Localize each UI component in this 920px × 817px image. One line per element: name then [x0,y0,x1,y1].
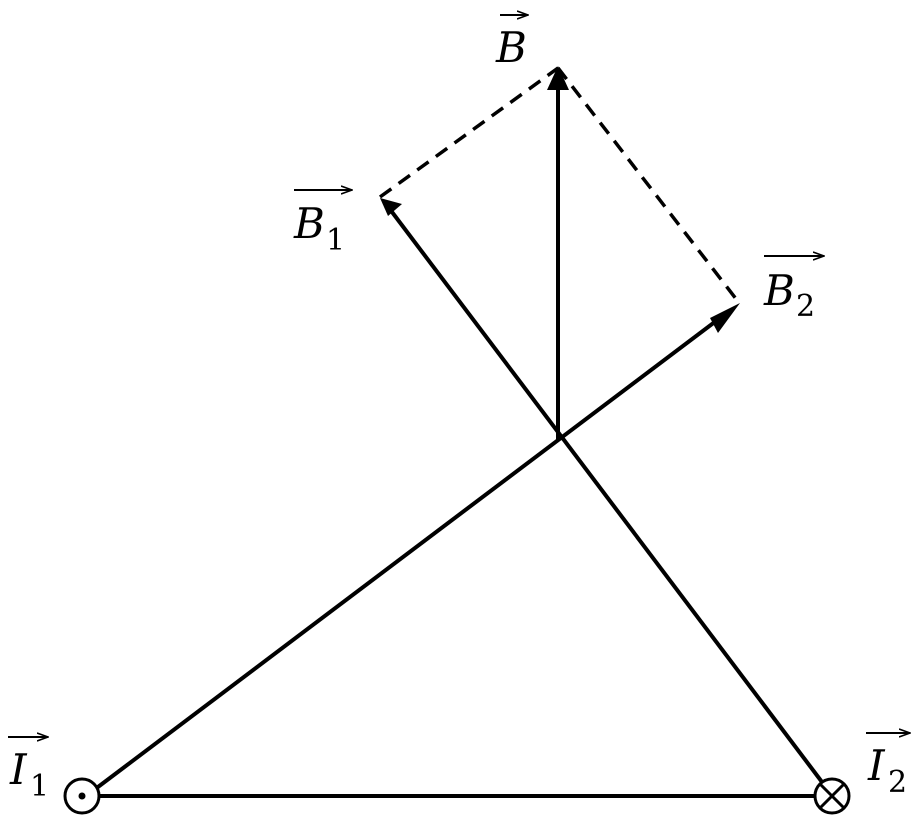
b1-arrowhead [380,198,402,216]
label-b1-letter: B [293,199,325,248]
label-i1-letter: I [9,745,28,794]
label-b2-letter: B [763,266,795,315]
label-b1-subscript: 1 [326,223,345,258]
b-arrowhead [547,66,569,90]
dashed-b-to-b2 [556,66,742,306]
label-b: B [495,15,528,72]
b2-arrowhead [710,303,740,333]
dashed-b1-to-b [378,66,560,199]
current-out-of-page-icon [63,777,101,815]
label-i1-subscript: 1 [30,769,49,804]
label-i2: I 2 [866,733,910,800]
label-b-letter: B [495,23,527,72]
label-b2-subscript: 2 [796,289,815,324]
label-b2: B 2 [763,256,824,324]
label-i2-letter: I [867,741,886,790]
label-b1: B 1 [293,190,352,258]
current-into-page-icon [813,777,851,815]
label-i1: I 1 [8,737,49,804]
line-i1-to-b2 [84,310,730,798]
label-i2-subscript: 2 [888,765,907,800]
line-i2-to-b1 [390,210,830,792]
